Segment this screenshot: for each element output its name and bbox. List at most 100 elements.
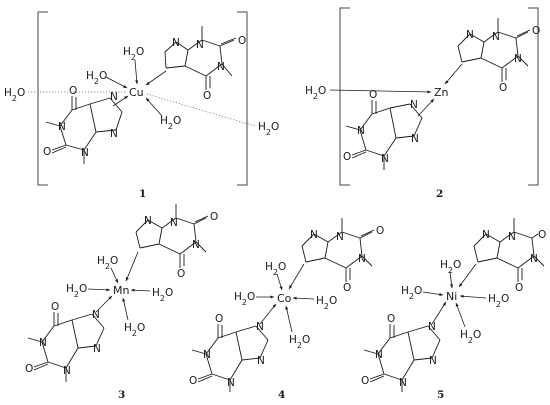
atom-n: N	[257, 355, 265, 367]
atom-n: N	[514, 53, 522, 65]
atom-n: N	[92, 309, 100, 321]
atom-n: N	[530, 253, 538, 265]
metal-center-mn: Mn	[113, 284, 129, 297]
water-ligand: H2O	[460, 329, 481, 345]
atom-n: N	[410, 99, 418, 111]
bracket-left-2	[339, 7, 350, 186]
water-ligand: H2O	[86, 70, 107, 86]
complex-5: N N N O O O O N N N N Ni H2O	[361, 218, 546, 401]
atom-n: N	[357, 125, 365, 137]
atom-o: O	[177, 268, 185, 280]
atom-n: N	[256, 321, 264, 333]
water-ligand: H2O	[265, 261, 286, 277]
atom-n: N	[39, 337, 47, 349]
atom-o: O	[215, 313, 223, 325]
atom-n: N	[381, 153, 389, 165]
metal-center-ni: Ni	[446, 290, 457, 303]
atom-o: O	[43, 146, 51, 158]
atom-n: N	[110, 91, 118, 103]
atom-n: N	[217, 61, 225, 73]
atom-n: N	[170, 217, 178, 229]
bracket-left-1	[37, 11, 48, 186]
water-ligand: H2O	[289, 334, 310, 350]
compound-number: 1	[139, 188, 146, 200]
atom-n: N	[428, 321, 436, 333]
metal-center-cu: Cu	[129, 86, 144, 99]
atom-o: O	[69, 85, 77, 97]
caffeine-ligand	[135, 204, 209, 268]
atom-n: N	[227, 377, 235, 389]
atom-o: O	[515, 282, 523, 294]
atom-n: N	[482, 229, 490, 241]
atom-o: O	[203, 90, 211, 102]
caffeine-ligand	[27, 312, 105, 382]
caffeine-ligand	[473, 218, 545, 282]
atom-o: O	[25, 363, 33, 375]
caffeine-ligand	[457, 18, 531, 82]
water-ligand: H2O	[440, 259, 461, 275]
atom-n: N	[196, 39, 204, 51]
atom-o: O	[538, 229, 546, 241]
atom-n: N	[336, 231, 344, 243]
water-ligand: H2O	[488, 293, 509, 309]
atom-n: N	[358, 253, 366, 265]
water-ligand: H2O	[97, 255, 118, 271]
atom-n: N	[203, 349, 211, 361]
water-ligand: H2O	[401, 285, 422, 301]
metal-center-co: Co	[277, 292, 292, 305]
atom-n: N	[466, 29, 474, 41]
complex-1: N N N O O O O N N N N	[4, 11, 279, 200]
caffeine-ligand	[345, 100, 423, 170]
atom-o: O	[499, 82, 507, 94]
water-ligand: H2O	[258, 121, 279, 137]
atom-n: N	[58, 121, 66, 133]
metal-center-zn: Zn	[434, 86, 449, 99]
atom-n: N	[63, 365, 71, 377]
bracket-right-2	[528, 7, 539, 186]
water-ligand: H2O	[152, 287, 173, 303]
compound-number: 2	[436, 188, 443, 200]
atom-o: O	[387, 313, 395, 325]
atom-o: O	[532, 25, 540, 37]
atom-n: N	[110, 128, 118, 140]
atom-n: N	[310, 229, 318, 241]
atom-n: N	[429, 355, 437, 367]
atom-o: O	[189, 375, 197, 387]
water-ligand: H2O	[160, 115, 181, 131]
complex-4: N N N O O O O N N N N Co H2O	[189, 218, 384, 401]
atom-n: N	[81, 147, 89, 159]
atom-o: O	[238, 35, 246, 47]
caffeine-ligand	[363, 324, 441, 392]
water-ligand: H2O	[123, 46, 144, 62]
atom-n: N	[172, 37, 180, 49]
atom-n: N	[508, 231, 516, 243]
atom-n: N	[144, 215, 152, 227]
water-ligand: H2O	[234, 291, 255, 307]
water-ligand: H2O	[305, 85, 326, 101]
water-ligand: H2O	[316, 295, 337, 311]
compound-number: 4	[278, 389, 285, 401]
atom-n: N	[492, 31, 500, 43]
atom-o: O	[369, 89, 377, 101]
atom-n: N	[411, 133, 419, 145]
caffeine-ligand	[191, 324, 269, 392]
atom-o: O	[343, 282, 351, 294]
compound-number: 5	[437, 389, 444, 401]
complex-2: N N N O O O O N N N N Zn H2O	[305, 7, 540, 200]
caffeine-ligand	[164, 26, 237, 90]
atom-n: N	[192, 239, 200, 251]
atom-n: N	[93, 343, 101, 355]
water-ligand: H2O	[124, 322, 145, 338]
water-ligand: H2O	[4, 87, 25, 103]
water-ligand: H2O	[66, 283, 87, 299]
caffeine-ligand	[301, 218, 375, 282]
complex-3: N N N O O O O N N N N Mn H2O	[25, 204, 218, 401]
compound-number: 3	[118, 389, 125, 401]
atom-n: N	[399, 377, 407, 389]
bracket-right-1	[237, 11, 248, 186]
atom-n: N	[375, 349, 383, 361]
atom-o: O	[210, 211, 218, 223]
atom-o: O	[343, 151, 351, 163]
atom-o: O	[376, 225, 384, 237]
